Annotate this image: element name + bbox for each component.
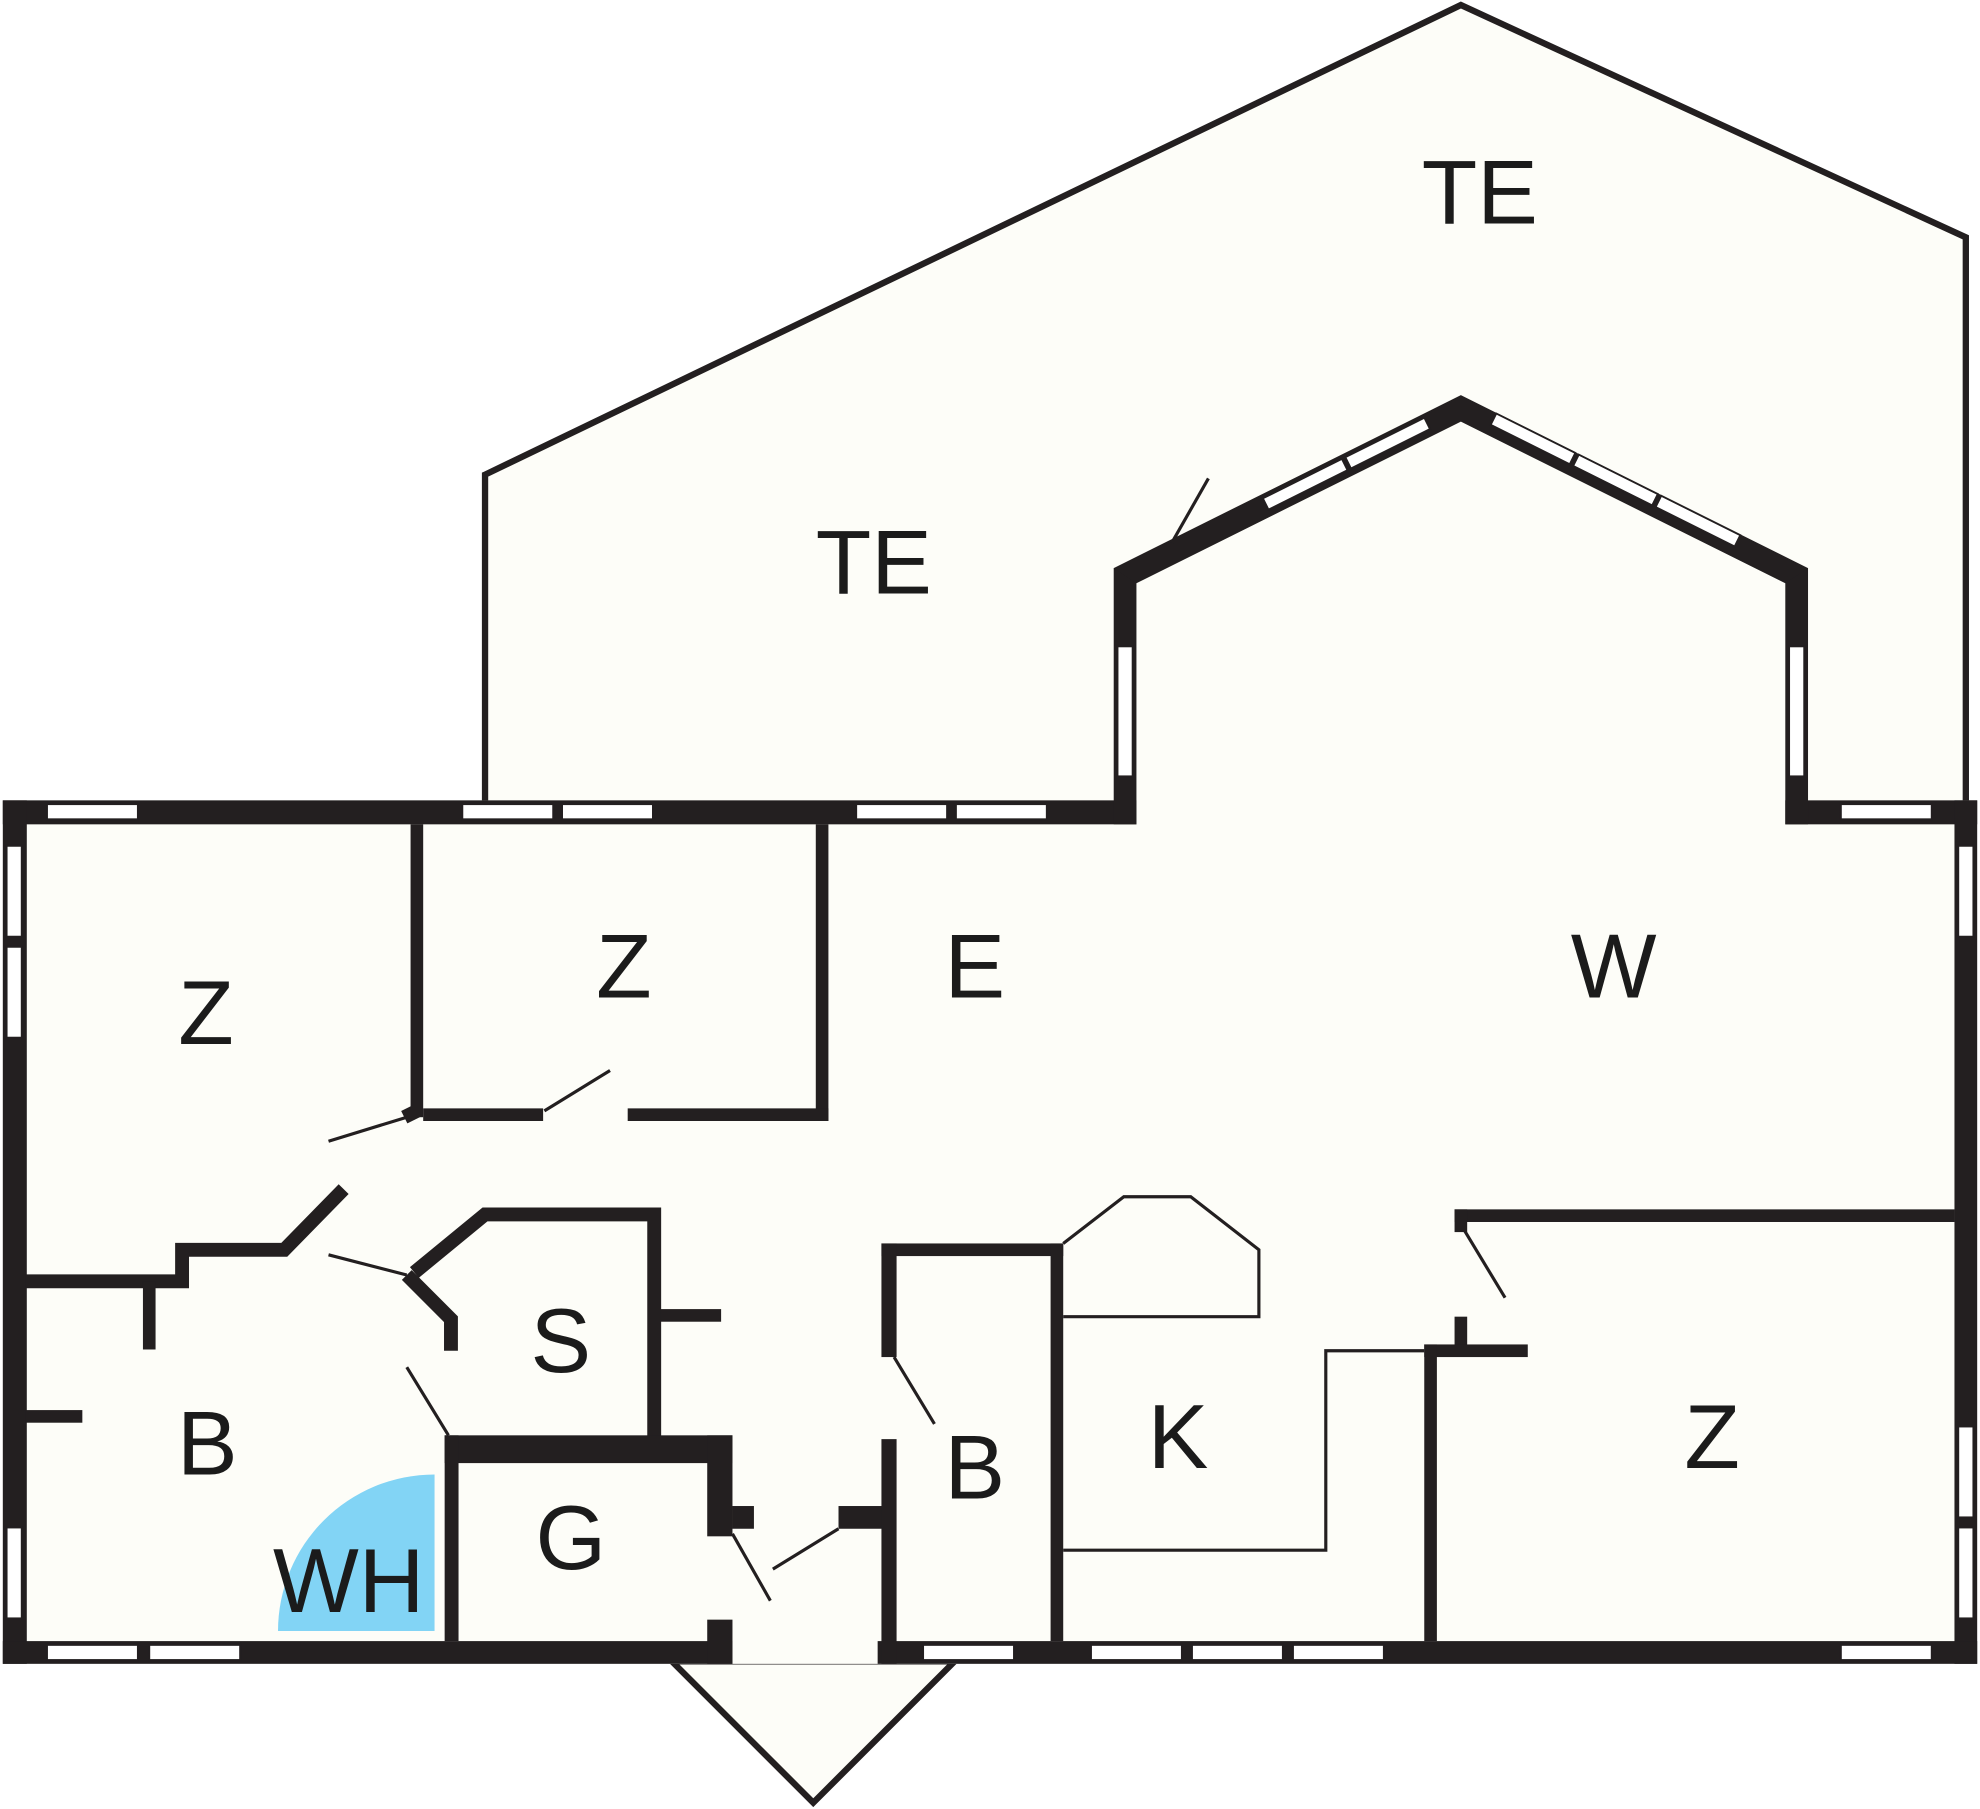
label-bathroom-2: B xyxy=(945,1417,1006,1518)
room-labels: TE TE Z Z E W B S G B K Z WH xyxy=(177,142,1740,1632)
label-bathroom-1: B xyxy=(177,1393,238,1494)
label-toilet: G xyxy=(536,1488,607,1589)
label-kitchen: K xyxy=(1148,1387,1209,1488)
kitchen-counters xyxy=(1062,1195,1425,1552)
label-terrace-top: TE xyxy=(1422,142,1538,243)
label-water-heater: WH xyxy=(273,1531,424,1632)
label-bedroom-2: Z xyxy=(596,916,652,1017)
label-living: W xyxy=(1571,916,1657,1017)
label-bedroom-1: Z xyxy=(178,963,234,1064)
label-terrace-left: TE xyxy=(816,512,932,613)
doors xyxy=(328,477,1507,1602)
label-dining: E xyxy=(945,916,1006,1017)
label-storage: S xyxy=(530,1291,591,1392)
windows xyxy=(5,412,1975,1661)
water-heater-marker xyxy=(278,1474,435,1632)
label-bedroom-3: Z xyxy=(1684,1387,1740,1488)
